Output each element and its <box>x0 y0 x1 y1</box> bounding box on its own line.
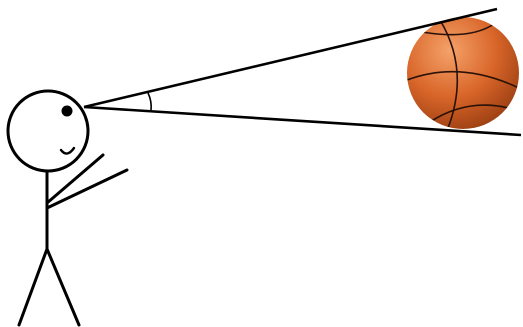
stick-figure-right-leg <box>47 249 79 325</box>
stick-figure-right-arm <box>47 170 127 208</box>
stick-figure-eye <box>62 106 73 117</box>
stick-figure <box>8 91 127 325</box>
stick-figure-left-leg <box>19 249 47 325</box>
angle-arc <box>148 93 151 111</box>
basketball <box>407 17 519 129</box>
stick-figure-head <box>8 91 88 171</box>
